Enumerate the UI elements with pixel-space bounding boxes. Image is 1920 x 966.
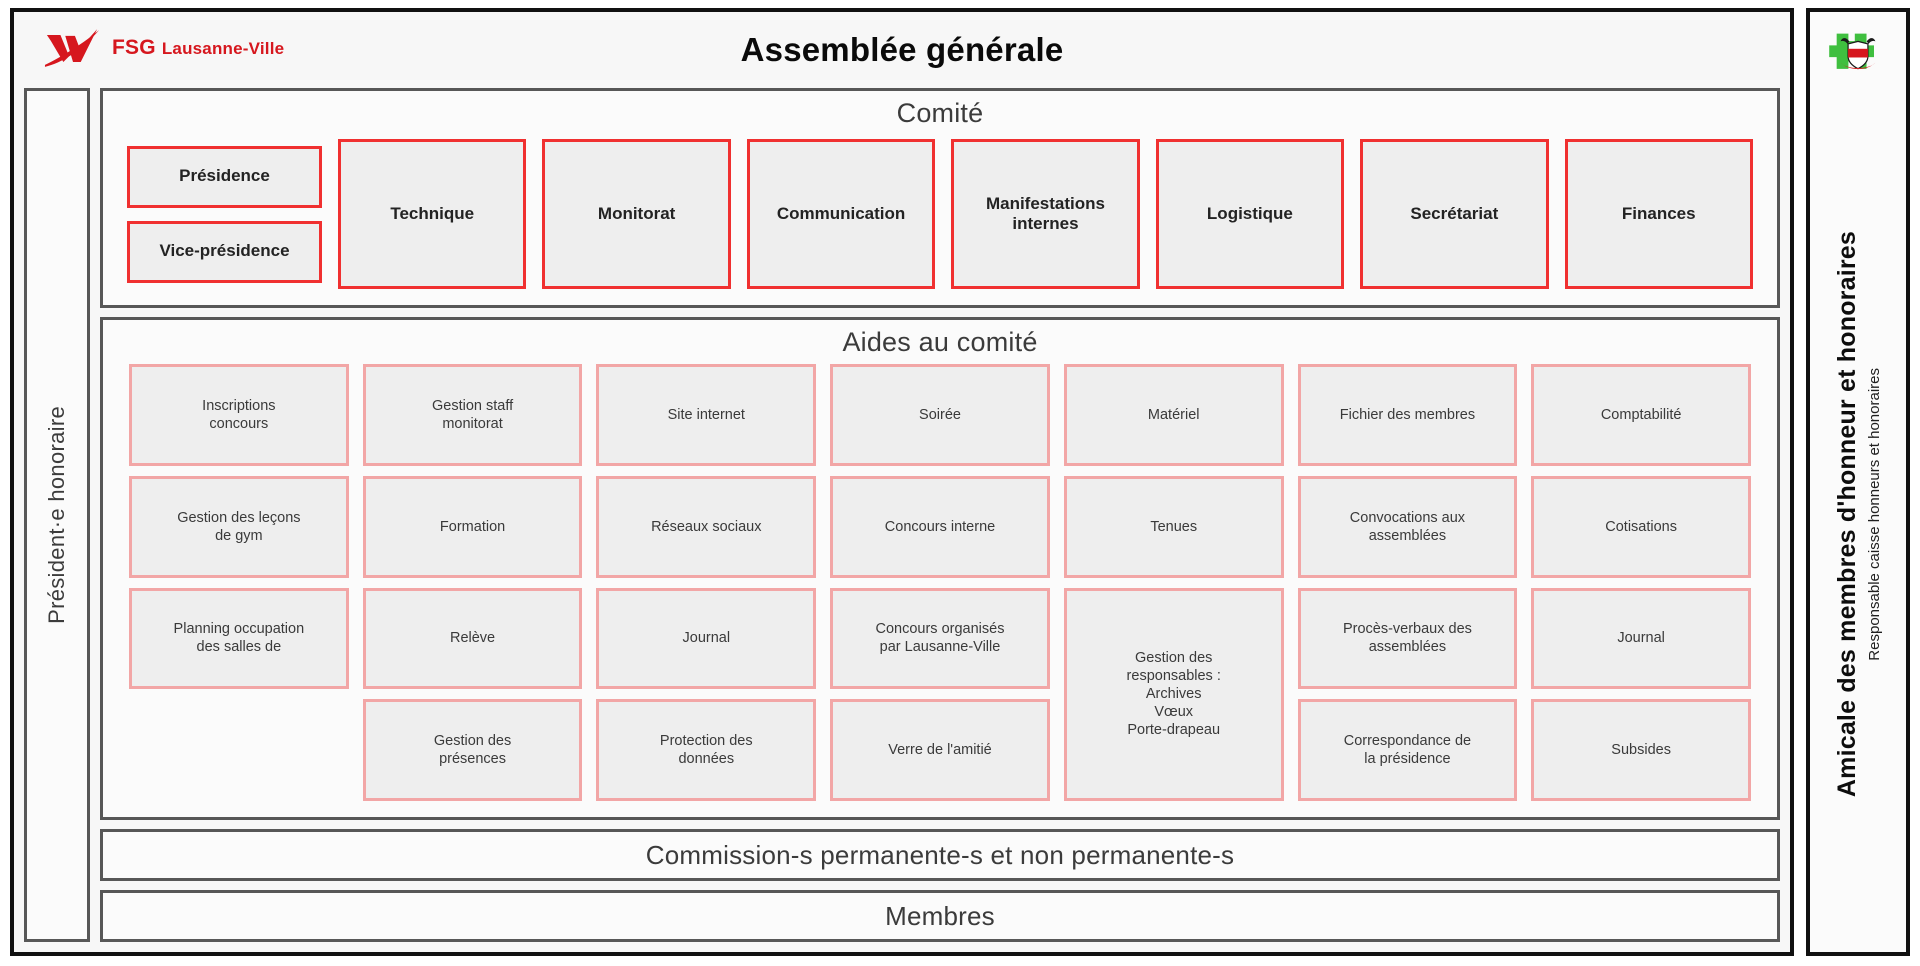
aide-box-reseaux-sociaux[interactable]: Réseaux sociaux (596, 475, 817, 578)
comite-box-presidence[interactable]: Présidence (127, 145, 322, 208)
comite-box-logistique[interactable]: Logistique (1155, 139, 1345, 289)
honorary-president-rail: Président·e honoraire (24, 88, 90, 942)
comite-box-monitorat[interactable]: Monitorat (542, 139, 731, 289)
sections-stack: Comité Présidence Vice-présidence Techni… (100, 88, 1780, 942)
body-area: Président·e honoraire Comité Présidence … (14, 88, 1790, 952)
aide-box-concours-interne[interactable]: Concours interne (830, 475, 1050, 578)
comite-box-manifestations-internes[interactable]: Manifestations internes (951, 139, 1140, 289)
brand-logo-text-rest: Lausanne-Ville (161, 39, 285, 58)
aide-box-journal-finances[interactable]: Journal (1531, 587, 1751, 690)
amicale-title: Amicale des membres d'honneur et honorai… (1833, 230, 1861, 798)
main-frame: FSG Lausanne-Ville Assemblée générale Pr… (10, 8, 1794, 956)
presidency-column: Présidence Vice-présidence (127, 139, 322, 289)
aide-box-tenues[interactable]: Tenues (1063, 475, 1284, 578)
section-comite-title: Comité (896, 98, 984, 128)
aide-box-materiel[interactable]: Matériel (1063, 364, 1284, 466)
aide-box-protection-des-donnees[interactable]: Protection des données (596, 699, 817, 801)
fsg-lv-logo-icon (44, 29, 100, 67)
banner-membres[interactable]: Membres (100, 890, 1780, 942)
aide-box-comptabilite[interactable]: Comptabilité (1531, 364, 1751, 466)
aide-box-proces-verbaux-assemblees[interactable]: Procès-verbaux des assemblées (1297, 587, 1518, 690)
banner-commissions[interactable]: Commission-s permanente-s et non permane… (100, 829, 1780, 881)
aide-box-releve[interactable]: Relève (362, 587, 583, 690)
aides-grid: Inscriptions concours Gestion staff moni… (103, 362, 1777, 807)
aide-box-formation[interactable]: Formation (362, 475, 583, 578)
aide-box-fichier-des-membres[interactable]: Fichier des membres (1297, 364, 1518, 466)
aide-box-verre-de-lamitie[interactable]: Verre de l'amitié (830, 699, 1050, 801)
aide-box-journal-communication[interactable]: Journal (596, 587, 817, 690)
aide-box-concours-organises-lausanne-ville[interactable]: Concours organisés par Lausanne-Ville (830, 587, 1050, 690)
section-aides-au-comite: Aides au comité Inscriptions concours Ge… (100, 317, 1780, 820)
aide-box-gestion-des-presences[interactable]: Gestion des présences (362, 699, 583, 801)
aide-box-gestion-des-responsables[interactable]: Gestion des responsables : Archives Vœux… (1063, 587, 1284, 801)
brand-logo: FSG Lausanne-Ville (44, 26, 284, 70)
comite-row: Présidence Vice-présidence Technique Mon… (103, 133, 1777, 289)
aide-box-site-internet[interactable]: Site internet (596, 364, 817, 466)
aide-box-planning-occupation-salles[interactable]: Planning occupation des salles de (129, 587, 349, 690)
aide-box-cotisations[interactable]: Cotisations (1531, 475, 1751, 578)
amicale-text: Amicale des membres d'honneur et honorai… (1833, 92, 1883, 936)
banner-commissions-label: Commission-s permanente-s et non permane… (645, 839, 1235, 870)
lausanne-coat-of-arms-icon (1829, 33, 1876, 70)
amicale-panel: Amicale des membres d'honneur et honorai… (1806, 8, 1910, 956)
brand-logo-text: FSG Lausanne-Ville (112, 36, 284, 60)
page-title: Assemblée générale (740, 31, 1064, 68)
section-aides-title: Aides au comité (842, 327, 1038, 357)
comite-box-vice-presidence[interactable]: Vice-présidence (127, 220, 322, 283)
brand-logo-text-main: FSG (112, 36, 156, 59)
comite-box-finances[interactable]: Finances (1564, 139, 1753, 289)
aide-box-convocations-assemblees[interactable]: Convocations aux assemblées (1297, 475, 1518, 578)
aide-box-soiree[interactable]: Soirée (830, 364, 1050, 466)
banner-membres-label: Membres (885, 900, 995, 931)
aide-box-correspondance-presidence[interactable]: Correspondance de la présidence (1297, 699, 1518, 801)
section-comite: Comité Présidence Vice-présidence Techni… (100, 88, 1780, 308)
aide-box-gestion-lecons-gym[interactable]: Gestion des leçons de gym (129, 475, 349, 578)
header: FSG Lausanne-Ville Assemblée générale (14, 12, 1790, 88)
aide-box-subsides[interactable]: Subsides (1531, 699, 1751, 801)
honorary-president-label: Président·e honoraire (44, 406, 69, 624)
comite-box-secretariat[interactable]: Secrétariat (1360, 139, 1549, 289)
aide-box-gestion-staff-monitorat[interactable]: Gestion staff monitorat (362, 364, 583, 466)
aide-box-inscriptions-concours[interactable]: Inscriptions concours (129, 364, 349, 466)
comite-box-communication[interactable]: Communication (746, 139, 936, 289)
comite-box-technique[interactable]: Technique (338, 139, 527, 289)
amicale-subtitle: Responsable caisse honneurs et honoraire… (1866, 367, 1883, 661)
